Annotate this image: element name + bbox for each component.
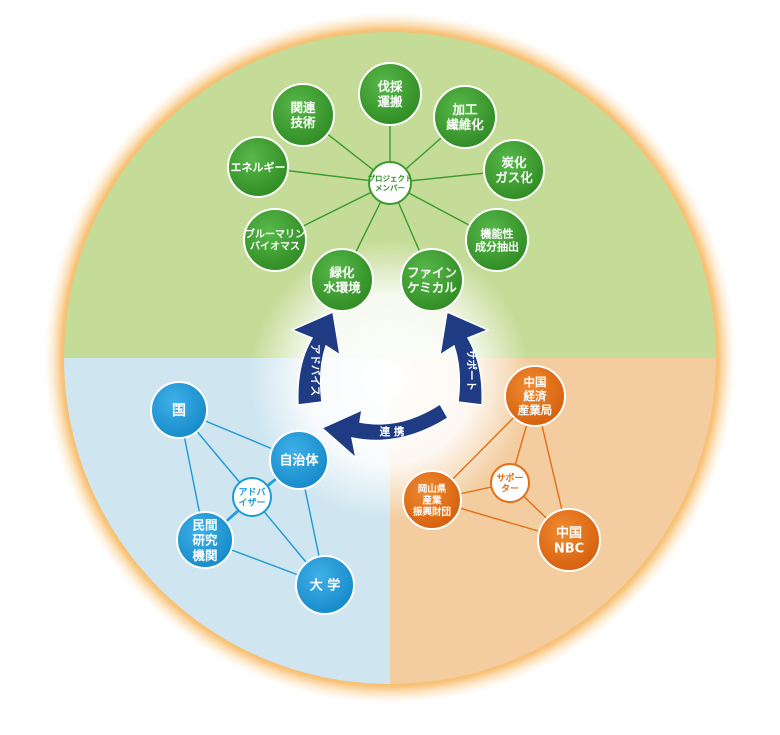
green-center-node-label: プロジェクト <box>368 173 413 183</box>
green-node-fine-circle <box>400 248 464 312</box>
green-node-tanka-label: 炭化 <box>501 155 527 170</box>
green-node-bassai-circle <box>358 62 422 126</box>
blue-node-minkan-label: 研究 <box>192 533 218 548</box>
orange-node-chugoku-nbc-label: NBC <box>554 542 584 557</box>
blue-node-daigaku-label: 大 学 <box>310 578 341 594</box>
green-node-tanka-circle <box>483 139 545 201</box>
green-center-node-circle <box>368 161 412 205</box>
green-node-bluemarine-label: ブルーマリン <box>245 228 305 241</box>
green-node-bluemarine-label: バイオマス <box>250 241 300 253</box>
renkei-arrow <box>320 402 450 461</box>
green-node-kinou-label: 機能性 <box>481 226 514 240</box>
green-node-tanka-label: ガス化 <box>495 170 533 185</box>
support-arrow <box>438 310 490 406</box>
orange-center-node-label: サポー <box>496 472 523 484</box>
green-node-kinou-circle <box>465 208 529 272</box>
orange-node-okayama-label: 振興財団 <box>413 506 451 518</box>
renkei-label: 連 携 <box>380 425 405 438</box>
green-node-kanren-label: 関連 <box>290 100 316 115</box>
green-node-kanren-circle <box>271 83 335 147</box>
blue-node-kuni-label: 国 <box>172 403 186 419</box>
green-node-bassai-label: 運搬 <box>377 94 403 109</box>
green-node-energy-label: エネルギー <box>231 160 286 174</box>
green-node-bassai-label: 伐採 <box>377 79 403 94</box>
blue-node-jichitai-label: 自治体 <box>279 453 319 469</box>
orange-node-chugoku-nbc-circle <box>537 508 601 572</box>
orange-node-okayama-label: 岡山県 <box>418 483 447 495</box>
blue-center-node-label: イザー <box>238 498 265 509</box>
orange-node-chugoku-keizai-label: 経済 <box>524 389 547 403</box>
blue-node-kuni-circle <box>150 381 208 439</box>
orange-center-node-circle <box>490 463 530 503</box>
blue-node-jichitai: 自治体 <box>269 430 329 490</box>
green-node-energy: エネルギー <box>227 136 289 198</box>
green-node-energy-circle <box>227 136 289 198</box>
green-node-kakou-circle <box>433 85 497 149</box>
network-nodes: 伐採運搬加工繊維化炭化ガス化機能性成分抽出ファインケミカル緑化水環境ブルーマリン… <box>150 62 601 615</box>
blue-node-daigaku: 大 学 <box>295 555 355 615</box>
orange-center-node-label: ター <box>501 483 519 495</box>
support-label: サポート <box>465 349 478 391</box>
green-node-fine-label: ケミカル <box>407 280 457 295</box>
green-node-ryokka-label: 水環境 <box>323 280 361 295</box>
green-node-kakou-label: 繊維化 <box>446 117 484 132</box>
blue-node-kuni: 国 <box>150 381 208 439</box>
blue-node-daigaku-circle <box>295 555 355 615</box>
blue-node-minkan-label: 機関 <box>192 548 217 563</box>
green-node-ryokka-circle <box>310 248 374 312</box>
green-node-kanren-label: 技術 <box>290 115 316 130</box>
green-node-bluemarine-circle <box>243 208 307 272</box>
green-node-fine-label: ファイン <box>407 265 457 280</box>
orange-node-chugoku-nbc-label: 中国 <box>556 525 582 541</box>
blue-center-node-label: アドバ <box>238 487 265 498</box>
green-node-ryokka-label: 緑化 <box>329 265 355 280</box>
blue-node-jichitai-circle <box>269 430 329 490</box>
advise-label: アドバイス <box>309 344 321 396</box>
orange-node-okayama-label: 産業 <box>422 494 442 506</box>
green-node-kakou-label: 加工 <box>451 102 478 117</box>
advise-arrow <box>290 310 342 406</box>
blue-center-node-circle <box>232 477 272 517</box>
blue-node-minkan-circle <box>176 511 234 569</box>
orange-node-chugoku-keizai-circle <box>504 365 566 427</box>
orange-node-chugoku-keizai-label: 産業局 <box>518 403 553 417</box>
orange-node-chugoku-keizai-label: 中国 <box>524 375 547 389</box>
orange-node-okayama-circle <box>402 470 462 530</box>
green-center-node-label: メンバー <box>375 183 405 192</box>
green-node-kinou-label: 成分抽出 <box>475 240 519 254</box>
blue-node-minkan-label: 民間 <box>192 517 217 532</box>
